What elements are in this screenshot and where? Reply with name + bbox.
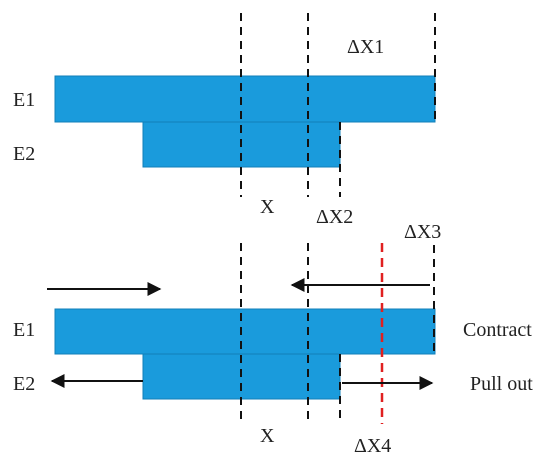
label-pull-out: Pull out — [470, 373, 533, 395]
top-label-dx2: ΔX2 — [316, 206, 353, 228]
bottom-label-dx4: ΔX4 — [354, 435, 391, 457]
top-e1-bar — [54, 75, 436, 123]
bottom-label-x: X — [260, 425, 275, 447]
label-contract: Contract — [463, 319, 532, 341]
bottom-label-e1: E1 — [13, 319, 35, 341]
bottom-label-dx3: ΔX3 — [404, 221, 441, 243]
top-label-dx1: ΔX1 — [347, 36, 384, 58]
top-label-e1: E1 — [13, 89, 35, 111]
bottom-e1-bar — [54, 308, 436, 355]
top-label-e2: E2 — [13, 143, 35, 165]
bottom-label-e2: E2 — [13, 373, 35, 395]
top-label-x: X — [260, 196, 275, 218]
bottom-panel: E1 E2 ΔX3 Contract Pull out X ΔX4 — [13, 221, 533, 457]
top-panel: E1 E2 ΔX1 X ΔX2 — [13, 13, 436, 228]
